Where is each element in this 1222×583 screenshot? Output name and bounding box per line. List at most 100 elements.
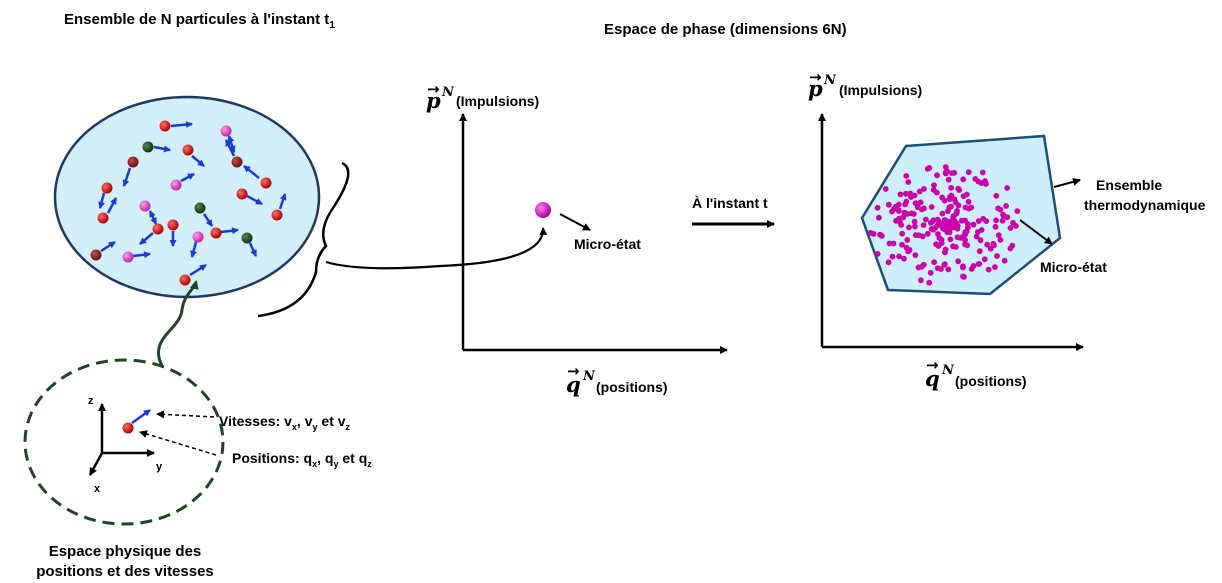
micro-state-dot xyxy=(913,252,919,258)
micro-state-dot xyxy=(955,186,961,192)
micro-state-dot xyxy=(886,259,892,265)
micro-state-dot xyxy=(943,171,949,177)
particle xyxy=(180,275,191,286)
micro-state-dot xyxy=(875,251,881,257)
micro-state-dot xyxy=(871,231,877,237)
micro-state-dot xyxy=(963,205,969,211)
micro-state-dot xyxy=(904,237,910,243)
micro-state-dot xyxy=(951,170,957,176)
svg-text:→: → xyxy=(809,68,822,86)
micro-state-dot xyxy=(962,241,968,247)
micro-state-dot xyxy=(959,218,965,224)
micro-state-dot xyxy=(984,242,990,248)
at-instant-label: À l'instant t xyxy=(692,195,768,211)
micro-state-dot xyxy=(955,258,961,264)
micro-state-dot xyxy=(1002,258,1008,264)
micro-state-arrow xyxy=(560,214,590,230)
particle xyxy=(153,224,164,235)
micro-state-dot xyxy=(974,234,980,240)
micro-state-dot xyxy=(960,265,966,271)
ensemble-arrow xyxy=(1054,180,1080,187)
micro-state-dot xyxy=(994,253,1000,259)
micro-state-dot xyxy=(921,186,927,192)
title-phase-space: Espace de phase (dimensions 6N) xyxy=(604,21,847,38)
particle xyxy=(168,220,179,231)
particle xyxy=(98,213,109,224)
svg-text:→: → xyxy=(926,356,939,374)
micro-state-dot xyxy=(948,204,954,210)
micro-state-dot xyxy=(902,210,908,216)
micro-state-dot xyxy=(935,231,941,237)
micro-state-dot xyxy=(940,211,946,217)
micro-state-dot xyxy=(942,219,948,225)
particle xyxy=(140,201,151,212)
micro-state-dot xyxy=(966,169,972,175)
micro-state-dot xyxy=(982,256,988,262)
micro-state-dot xyxy=(918,200,924,206)
micro-state-point xyxy=(535,202,551,218)
svg-text:x: x xyxy=(94,483,101,495)
particle xyxy=(193,232,204,243)
title-particles: Ensemble de N particules à l'instant t1 xyxy=(64,11,335,31)
micro-state-dot xyxy=(980,216,986,222)
micro-state-dot xyxy=(977,248,983,254)
particle xyxy=(232,157,243,168)
micro-state-dot xyxy=(945,267,951,273)
speeds-pointer xyxy=(157,414,214,417)
micro-state-dot xyxy=(956,203,962,209)
thermodynamic-ensemble-region xyxy=(862,136,1060,294)
micro-state-dot xyxy=(909,211,915,217)
micro-state-dot xyxy=(943,247,949,253)
micro-state-dot xyxy=(961,193,967,199)
particle xyxy=(242,233,253,244)
micro-state-dot xyxy=(912,224,918,230)
micro-state-dot xyxy=(993,193,999,199)
micro-state-dot xyxy=(929,204,935,210)
micro-state-dot xyxy=(876,215,882,221)
q-axis-label-middle: q → N (positions) xyxy=(566,362,668,397)
q-axis-label-right: q → N (positions) xyxy=(925,356,1027,391)
micro-state-dot xyxy=(891,206,897,212)
particle xyxy=(195,203,206,214)
particle xyxy=(102,183,113,194)
svg-text:(positions): (positions) xyxy=(955,373,1027,389)
svg-text:(Impulsions): (Impulsions) xyxy=(839,82,922,98)
micro-state-dot xyxy=(993,224,999,230)
micro-state-dot xyxy=(976,261,982,267)
particle xyxy=(123,252,134,263)
micro-state-dot xyxy=(1010,243,1016,249)
micro-state-dot xyxy=(1004,214,1010,220)
micro-state-dot xyxy=(928,270,934,276)
particle xyxy=(221,126,232,137)
micro-state-dot xyxy=(934,190,940,196)
p-axis-label-middle: p → N (Impulsions) xyxy=(426,80,539,113)
micro-state-dot xyxy=(948,185,954,191)
micro-state-dot xyxy=(935,217,941,223)
micro-state-dot xyxy=(958,235,964,241)
micro-state-dot xyxy=(953,244,959,250)
micro-state-dot xyxy=(936,243,942,249)
particle-ensemble-ellipse xyxy=(55,97,319,297)
svg-text:z: z xyxy=(88,395,94,407)
micro-state-dot xyxy=(946,177,952,183)
micro-state-dot xyxy=(918,277,924,283)
micro-state-dot xyxy=(898,222,904,228)
svg-text:N: N xyxy=(582,369,596,384)
micro-state-dot xyxy=(1000,218,1006,224)
micro-state-dot xyxy=(908,194,914,200)
micro-state-dot xyxy=(875,205,881,211)
micro-state-dot xyxy=(952,224,958,230)
micro-state-dot xyxy=(905,248,911,254)
micro-state-dot xyxy=(980,170,986,176)
micro-state-dot xyxy=(972,176,978,182)
micro-state-dot xyxy=(992,264,998,270)
svg-text:N: N xyxy=(441,85,455,100)
micro-state-dot xyxy=(934,172,940,178)
physical-space-circle xyxy=(25,360,223,524)
micro-state-dot xyxy=(986,267,992,273)
micro-state-dot xyxy=(996,232,1002,238)
svg-text:→: → xyxy=(427,80,440,98)
micro-state-dot xyxy=(991,242,997,248)
particle xyxy=(261,178,272,189)
micro-state-dot xyxy=(979,227,985,233)
